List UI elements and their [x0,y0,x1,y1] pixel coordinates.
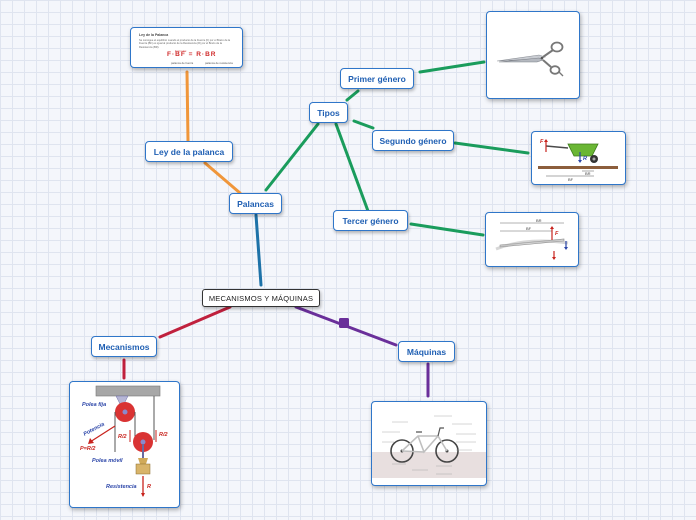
pulley-power-label: Potencia [83,422,106,438]
link-tipos-primer [345,89,360,102]
pulley-r-label: R [147,484,151,490]
node-primer-genero[interactable]: Primer género [340,68,414,89]
pulley-mobile-label: Polea móvil [92,458,123,464]
node-tercer-genero[interactable]: Tercer género [333,210,408,231]
pulley-power-eq: P=R/2 [80,446,95,452]
node-palancas[interactable]: Palancas [229,193,282,214]
lever3-br-label: BR [536,218,542,223]
pulley-resistance-label: Resistencia [106,484,137,490]
bicycle-card[interactable] [371,401,487,486]
node-segundo-genero[interactable]: Segundo género [372,130,454,151]
wheelbarrow-br-label: BR [585,171,591,176]
link-central-palancas [254,213,263,287]
law-card-title: Ley de la Palanca [139,33,169,37]
link-central-mecanismos [158,305,232,339]
pulley-half-left: R/2 [118,434,127,440]
wheelbarrow-resistance-label: R [583,156,587,162]
law-card-text: Se consigue el equilibrio cuando el prod… [139,39,231,49]
node-tipos[interactable]: Tipos [309,102,348,123]
wheelbarrow-icon: F R BR BF [538,139,618,182]
pulley-fixed-label: Polea fija [82,402,106,408]
link-ley-lawcard [185,70,190,143]
link-palancas-ley [203,161,242,195]
law-card-formula: F·BF = R·BR [167,51,217,58]
third-class-lever-icon: BR BF F [495,218,569,260]
third-class-lever-card[interactable]: BR BF F [485,212,579,267]
law-card-sub: Formula: [175,49,187,53]
central-topic[interactable]: MECANISMOS Y MÁQUINAS [202,289,320,307]
law-card-cap-right: palanca de resistencia [205,61,233,65]
scissors-card[interactable] [486,11,580,99]
scissors-icon [496,41,564,77]
wheelbarrow-force-label: F [540,139,544,145]
lever3-bf-label: BF [526,226,532,231]
link-tercer-lever3 [409,222,485,237]
link-tipos-segundo [352,119,375,130]
branch-marker [339,318,349,328]
wheelbarrow-card[interactable]: F R BR BF [531,131,626,185]
law-card-cap-left: palanca de fuerza [171,61,194,65]
link-tipos-tercer [334,122,370,213]
node-ley-palanca[interactable]: Ley de la palanca [145,141,233,162]
bicycle-icon [372,415,486,478]
link-segundo-wheelbarrow [453,141,530,155]
node-mecanismos[interactable]: Mecanismos [91,336,157,357]
node-maquinas[interactable]: Máquinas [398,341,455,362]
pulley-card[interactable]: Polea fija Potencia P=R/2 R/2 R/2 Polea … [69,381,180,508]
pulley-half-right: R/2 [159,432,168,438]
pulley-diagram: Polea fija Potencia P=R/2 R/2 R/2 Polea … [80,385,168,497]
link-primer-scissors [418,60,486,74]
law-of-lever-card[interactable]: Ley de la Palanca Se consigue el equilib… [130,27,243,68]
link-palancas-tipos [264,122,320,192]
lever3-force-label: F [555,231,559,237]
wheelbarrow-bf-label: BF [568,177,574,182]
